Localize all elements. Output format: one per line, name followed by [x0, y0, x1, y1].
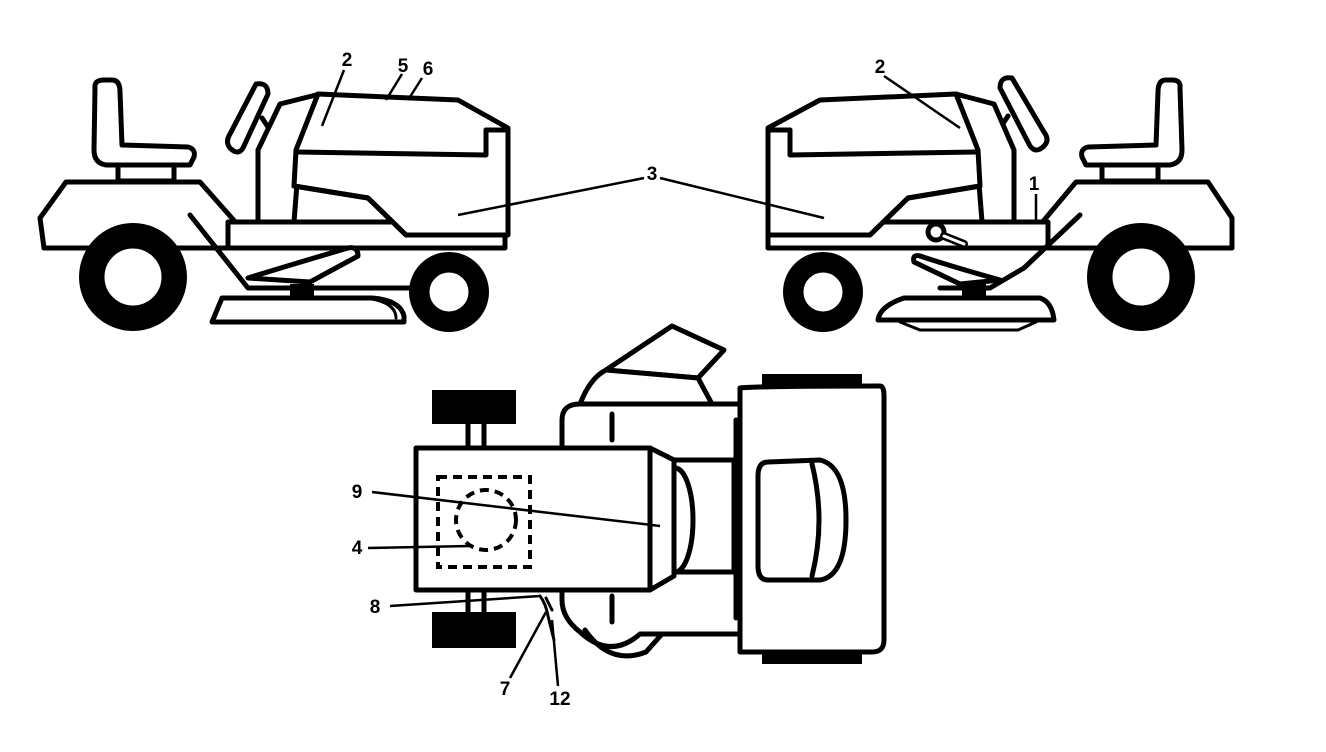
callout-5: 5 [398, 56, 409, 77]
callout-3: 3 [647, 164, 658, 185]
callout-1: 1 [1029, 174, 1040, 195]
top-view [367, 323, 887, 687]
left-side-view [37, 69, 645, 332]
callout-4: 4 [352, 538, 363, 559]
callout-8: 8 [370, 597, 381, 618]
callout-2-right: 2 [875, 57, 886, 78]
callout-12: 12 [549, 689, 570, 710]
callout-6: 6 [423, 59, 434, 80]
callout-9: 9 [352, 482, 363, 503]
callout-2-left: 2 [342, 50, 353, 71]
right-side-view [659, 74, 1235, 332]
callout-7: 7 [500, 679, 511, 700]
